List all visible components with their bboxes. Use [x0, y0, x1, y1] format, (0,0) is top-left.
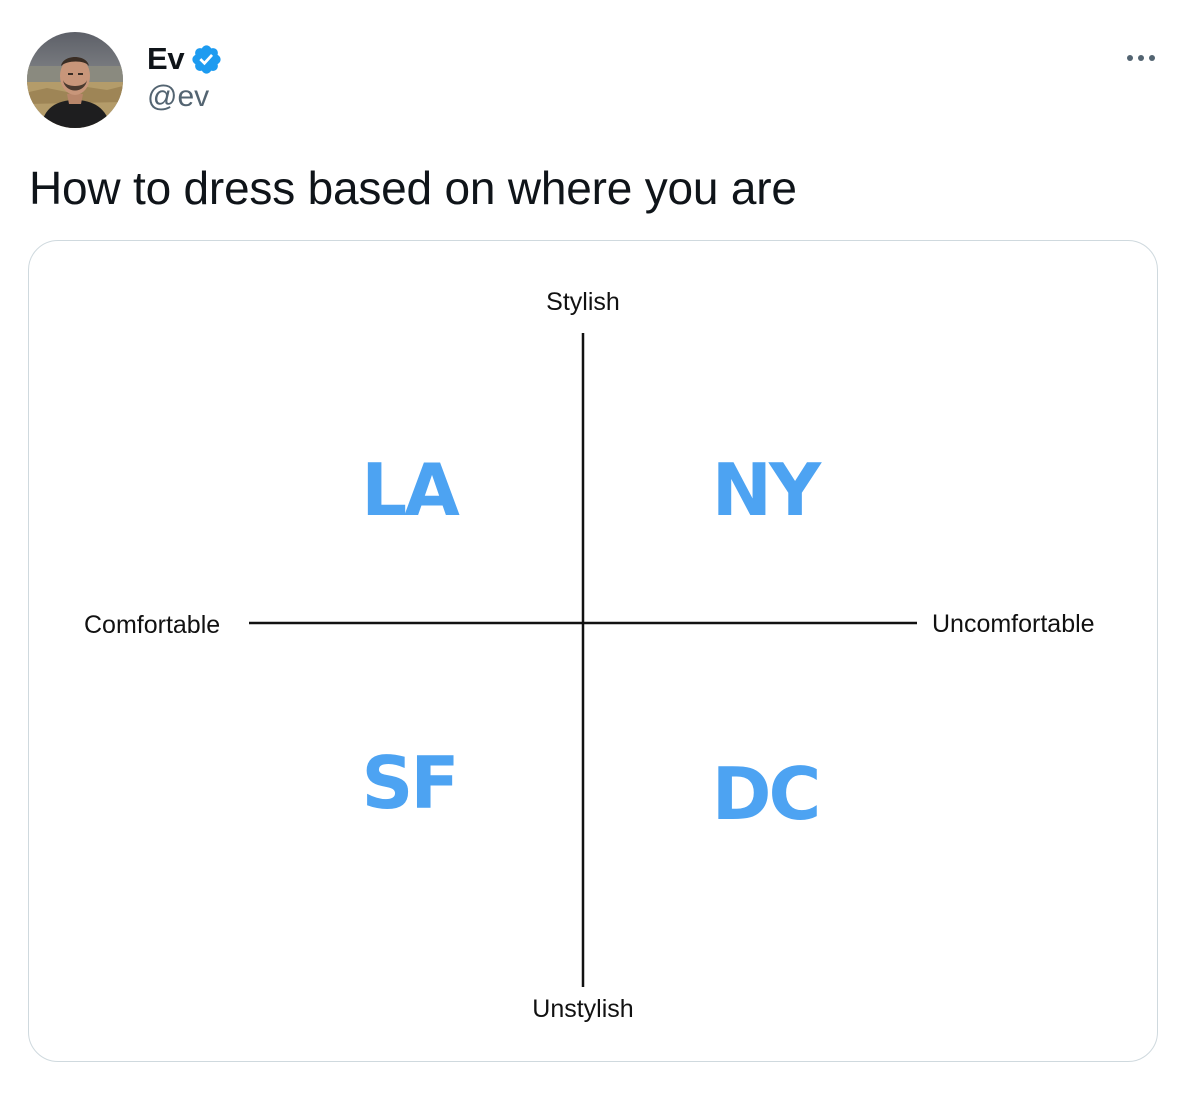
- display-name[interactable]: Ev: [147, 41, 185, 76]
- axis-label-right: Uncomfortable: [932, 610, 1095, 638]
- tweet-text: How to dress based on where you are: [29, 162, 797, 214]
- quadrant-diagram: Stylish Unstylish Comfortable Uncomforta…: [84, 288, 1095, 1023]
- display-name-row: Ev: [147, 40, 223, 78]
- axis-label-left: Comfortable: [84, 611, 220, 639]
- quadrant-label-la: LA: [361, 448, 460, 532]
- avatar-photo: [27, 32, 123, 128]
- quadrant-label-ny: NY: [712, 448, 822, 532]
- more-options-button[interactable]: [1117, 40, 1165, 76]
- tweet-image[interactable]: Stylish Unstylish Comfortable Uncomforta…: [28, 240, 1158, 1062]
- axis-label-top: Stylish: [546, 288, 620, 316]
- verified-badge-icon[interactable]: [190, 43, 223, 76]
- ellipsis-icon: [1127, 55, 1155, 61]
- user-handle[interactable]: @ev: [147, 80, 210, 113]
- quadrant-label-sf: SF: [361, 741, 456, 825]
- avatar[interactable]: [27, 32, 123, 128]
- quadrant-label-dc: DC: [712, 752, 819, 836]
- axis-label-bottom: Unstylish: [532, 995, 633, 1023]
